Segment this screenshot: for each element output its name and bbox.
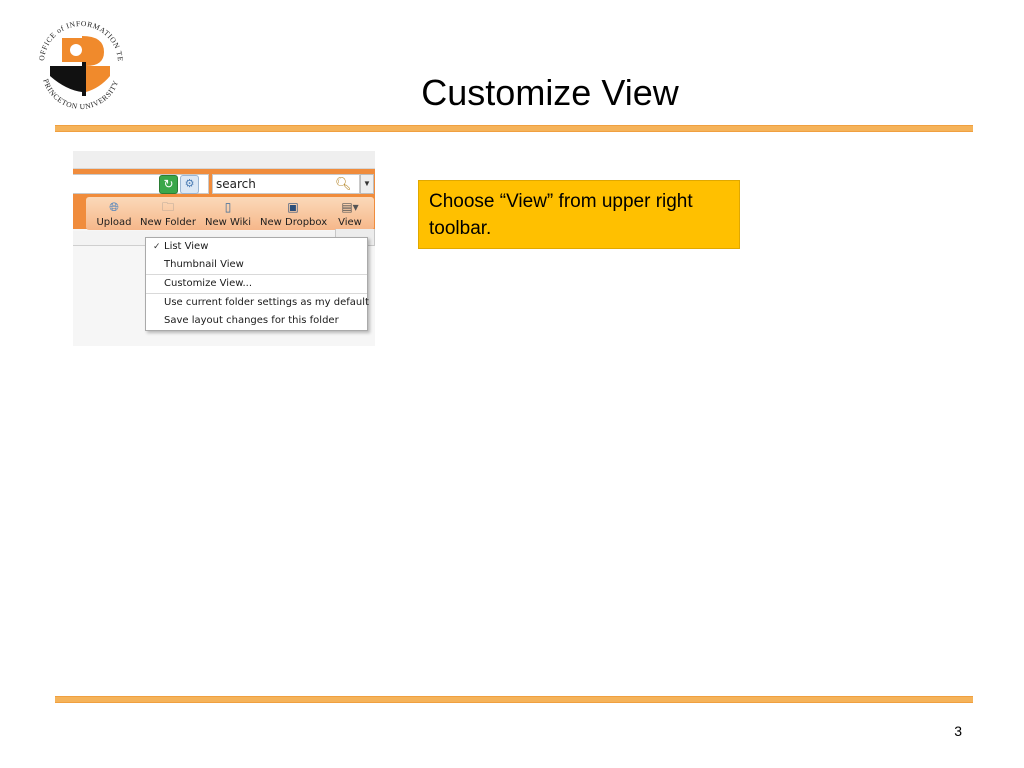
search-row: ↻ ⚙ search 🔍︎ ▼: [73, 172, 375, 194]
search-input-value: search: [216, 177, 256, 191]
menu-item-save-layout[interactable]: Save layout changes for this folder: [146, 312, 367, 330]
browser-band: [73, 151, 375, 169]
menu-item-label: List View: [164, 241, 209, 252]
slide-title: Customize View: [421, 72, 679, 113]
new-wiki-label: New Wiki: [204, 217, 251, 228]
new-folder-button[interactable]: 🗀︎ New Folder: [139, 199, 197, 228]
settings-icon[interactable]: ⚙: [180, 175, 199, 194]
top-divider: [55, 125, 973, 132]
toolbar: 🌐︎ Upload 🗀︎ New Folder ▯ New Wiki ▣ New…: [86, 197, 374, 230]
new-dropbox-button[interactable]: ▣ New Dropbox: [260, 199, 328, 228]
ui-screenshot: ↻ ⚙ search 🔍︎ ▼ 🌐︎ Upload 🗀︎ New Folder …: [73, 151, 375, 346]
view-menu: ✓ List View Thumbnail View Customize Vie…: [145, 237, 369, 331]
view-button[interactable]: ▤▾ View: [333, 199, 367, 228]
refresh-icon[interactable]: ↻: [159, 175, 178, 194]
new-folder-icon: 🗀︎: [161, 200, 174, 214]
checkmark-icon: ✓: [153, 242, 161, 252]
globe-icon: 🌐︎: [109, 200, 119, 214]
upload-label: Upload: [96, 217, 132, 228]
menu-item-label: Thumbnail View: [164, 259, 244, 270]
menu-item-list-view[interactable]: ✓ List View: [146, 238, 367, 256]
menu-item-label: Save layout changes for this folder: [164, 315, 339, 326]
new-dropbox-icon: ▣: [287, 200, 299, 214]
new-wiki-button[interactable]: ▯ New Wiki: [203, 199, 253, 228]
menu-separator: [146, 293, 367, 294]
new-wiki-icon: ▯: [224, 200, 232, 214]
search-input[interactable]: search 🔍︎: [212, 174, 360, 194]
menu-item-thumbnail-view[interactable]: Thumbnail View: [146, 256, 367, 274]
bottom-divider: [55, 696, 973, 703]
instruction-callout: Choose “View” from upper right toolbar.: [418, 180, 740, 249]
oit-logo: OFFICE of INFORMATION TECHNOLOGY PRINCET…: [25, 3, 134, 116]
menu-separator: [146, 274, 367, 275]
view-icon: ▤▾: [341, 200, 359, 214]
new-dropbox-label: New Dropbox: [260, 217, 328, 228]
new-folder-label: New Folder: [140, 217, 196, 228]
menu-item-label: Use current folder settings as my defaul…: [164, 297, 369, 308]
menu-item-use-folder-default[interactable]: Use current folder settings as my defaul…: [146, 294, 369, 312]
upload-button[interactable]: 🌐︎ Upload: [92, 199, 136, 228]
oit-logo-seal: OFFICE of INFORMATION TECHNOLOGY PRINCET…: [25, 3, 132, 114]
page-number: 3: [954, 723, 962, 739]
menu-item-customize-view[interactable]: Customize View...: [146, 275, 367, 293]
menu-item-label: Customize View...: [164, 278, 253, 289]
search-icon[interactable]: 🔍︎: [335, 176, 352, 191]
search-dropdown-icon[interactable]: ▼: [360, 174, 374, 194]
view-label: View: [338, 217, 362, 228]
